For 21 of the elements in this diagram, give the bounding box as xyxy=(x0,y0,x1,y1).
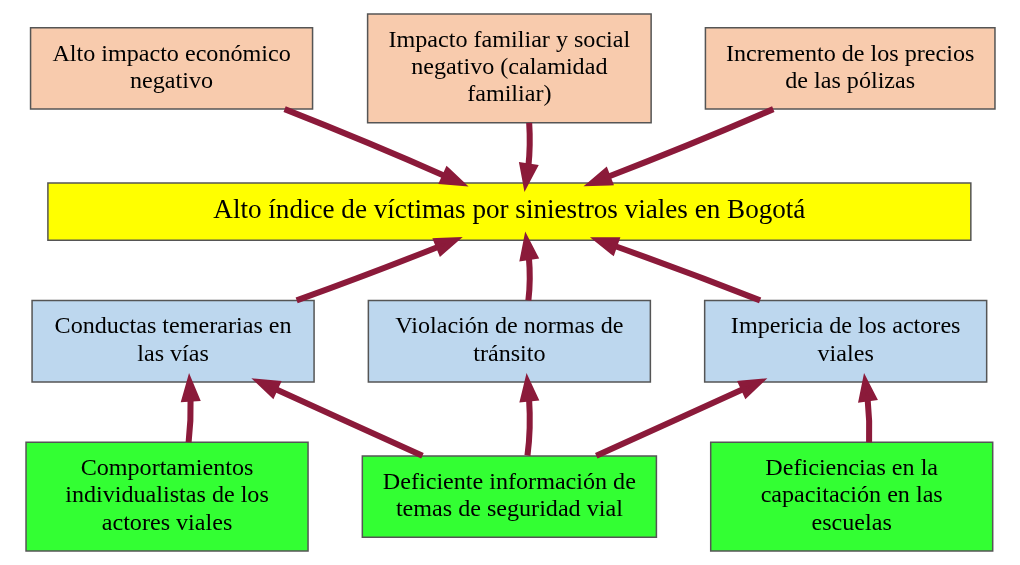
arrow xyxy=(857,373,878,443)
node-box: Incremento de los precios de las pólizas xyxy=(704,26,996,110)
arrow xyxy=(518,122,539,192)
arrow xyxy=(518,231,539,301)
arrow xyxy=(518,372,539,456)
node-box: Alto impacto económico negativo xyxy=(29,26,313,110)
arrow xyxy=(583,106,774,187)
node-box: Impericia de los actores viales xyxy=(703,299,987,383)
node-box: Alto índice de víctimas por siniestros viales en Bogotá xyxy=(46,182,972,242)
arrow xyxy=(295,236,463,304)
arrow xyxy=(180,372,201,443)
arrow xyxy=(283,106,469,187)
node-box: Deficiencias en la capacitación en las escuelas xyxy=(709,441,993,552)
node-box: Impacto familiar y social negativo (calamidad familiar) xyxy=(366,13,652,124)
node-box: Comportamientos individualistas de los actores viales xyxy=(24,441,309,552)
node-box: Violación de normas de tránsito xyxy=(367,299,651,383)
arrow xyxy=(250,378,424,459)
arrow xyxy=(594,378,767,459)
node-box: Deficiente información de temas de seguridad vial xyxy=(361,455,657,539)
arrow xyxy=(589,237,761,304)
node-box: Conductas temerarias en las vías xyxy=(30,299,315,383)
